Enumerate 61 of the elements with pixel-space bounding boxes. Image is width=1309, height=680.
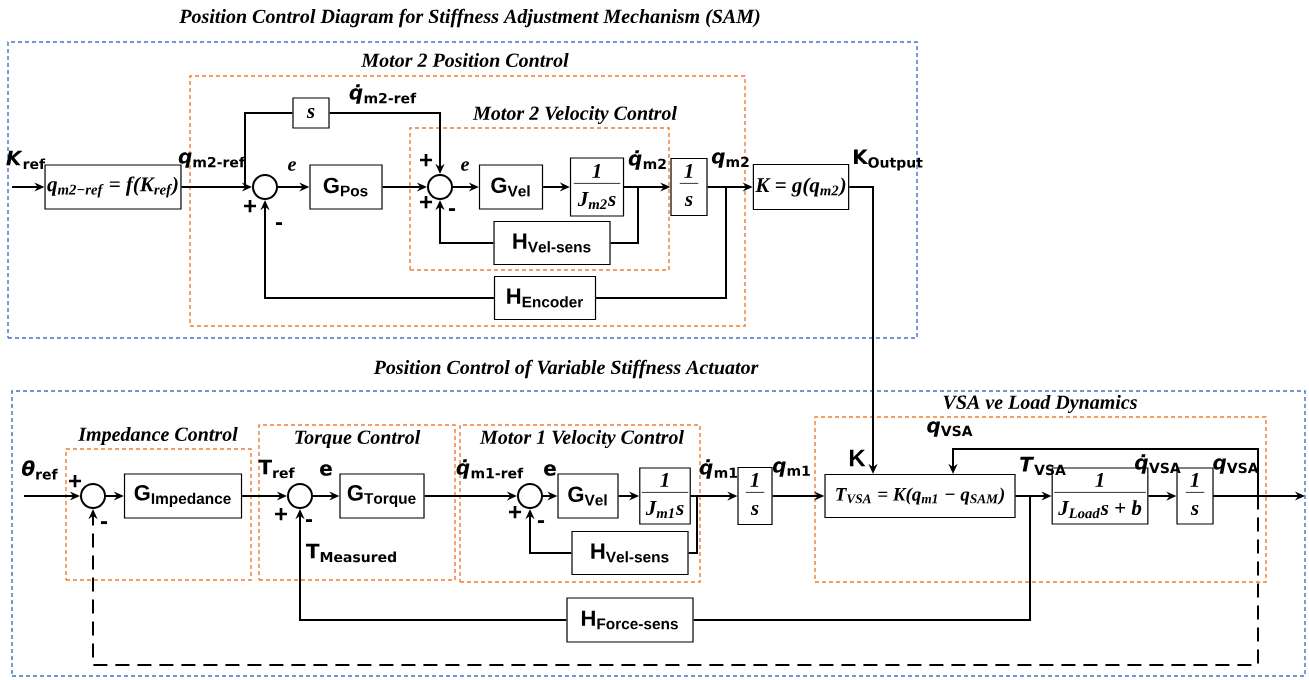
signal-label: K$_{Output}$: [854, 149, 923, 171]
sign-label: -: [537, 520, 545, 524]
sign-label: +: [420, 195, 433, 209]
sign-label: +: [275, 507, 288, 521]
sign-label: -: [448, 208, 456, 212]
sign-label: -: [305, 519, 313, 523]
signal-label: K: [849, 449, 866, 467]
arrow: [88, 495, 1259, 666]
signal-label: q̇$_{m1}$: [699, 459, 738, 479]
node-label: Position Control Diagram for Stiffness Adjustment Mechanism (SAM): [179, 8, 760, 28]
signal-label: q̇$_{m2}$: [628, 150, 666, 170]
sign-label: +: [509, 505, 522, 519]
signal-label: θ$_{ref}$: [21, 460, 58, 480]
transfer-block: $\mathbf{H}_{\mathbf{Force\text{-}sens}}$: [566, 597, 694, 643]
summing-junction: [287, 483, 313, 509]
signal-label: q$_{m2}$: [711, 152, 749, 168]
signal-label: q̇$_{m2-ref}$: [349, 84, 417, 104]
signal-label: e: [461, 161, 469, 171]
connector-line: [180, 112, 294, 188]
transfer-block: q$_{m2−ref}$ = f(K$_{ref}$): [44, 164, 182, 210]
signal-label: e: [288, 161, 296, 171]
signal-label: K$_{ref}$: [6, 150, 46, 170]
transfer-block: $\mathbf{G}_{\mathbf{Vel}}$: [478, 164, 544, 210]
signal-label: q$_{VSA}$: [927, 421, 973, 437]
transfer-block: 1 J$_{m2}$s: [569, 157, 625, 217]
transfer-block: 1 J$_{m1}$s: [639, 467, 691, 525]
sign-label: +: [69, 474, 82, 488]
summing-junction: [252, 174, 278, 200]
node-label: Position Control of Variable Stiffness Actuator: [373, 359, 759, 379]
transfer-block: $\mathbf{G}_{\mathbf{Vel}}$: [557, 473, 619, 519]
transfer-block: $\mathbf{H}_{\mathbf{Encoder}}$: [493, 275, 597, 321]
transfer-block: $\mathbf{G}_{\mathbf{Pos}}$: [309, 164, 383, 210]
connector-line: [692, 495, 1031, 621]
node-label: Motor 2 Position Control: [361, 52, 569, 68]
transfer-block: $\mathbf{G}_{\mathbf{Torque}}$: [339, 473, 425, 519]
sign-label: -: [275, 222, 283, 226]
transfer-block: 1 s: [670, 157, 708, 217]
signal-label: q$_{m1}$: [772, 461, 810, 477]
signal-label: q̇$_{m1-ref}$: [456, 459, 524, 479]
transfer-block: $\mathbf{G}_{\mathbf{Impedance}}$: [123, 473, 243, 519]
connector-line: [595, 186, 727, 299]
transfer-block: $\mathbf{H}_{\mathbf{Vel\text{-}sens}}$: [493, 220, 611, 266]
transfer-block: K = g(q$_{m2}$): [752, 163, 850, 211]
node-label: Motor 2 Velocity Control: [472, 105, 677, 125]
signal-label: T$_{Measured}$: [306, 543, 396, 563]
signal-label: e: [320, 464, 332, 476]
summing-junction: [80, 483, 106, 509]
sign-label: +: [420, 153, 433, 167]
connector-line: [609, 186, 639, 244]
transfer-block: $\mathbf{H}_{\mathbf{Vel\text{-}sens}}$: [571, 530, 689, 576]
transfer-block: 1 s: [737, 466, 773, 526]
sign-label: -: [100, 521, 108, 525]
sign-label: +: [244, 199, 257, 213]
signal-label: T$_{ref}$: [258, 459, 295, 479]
connector-line: [687, 495, 698, 554]
signal-label: e: [544, 464, 556, 476]
node-label: Impedance Control: [78, 426, 238, 446]
signal-label: q$_{VSA}$: [1213, 458, 1259, 474]
transfer-block: s: [292, 97, 330, 129]
node-label: VSA ve Load Dynamics: [943, 394, 1137, 414]
transfer-block: T$_{VSA}$ = K(q$_{m1}$ − q$_{SAM}$): [824, 473, 1016, 519]
